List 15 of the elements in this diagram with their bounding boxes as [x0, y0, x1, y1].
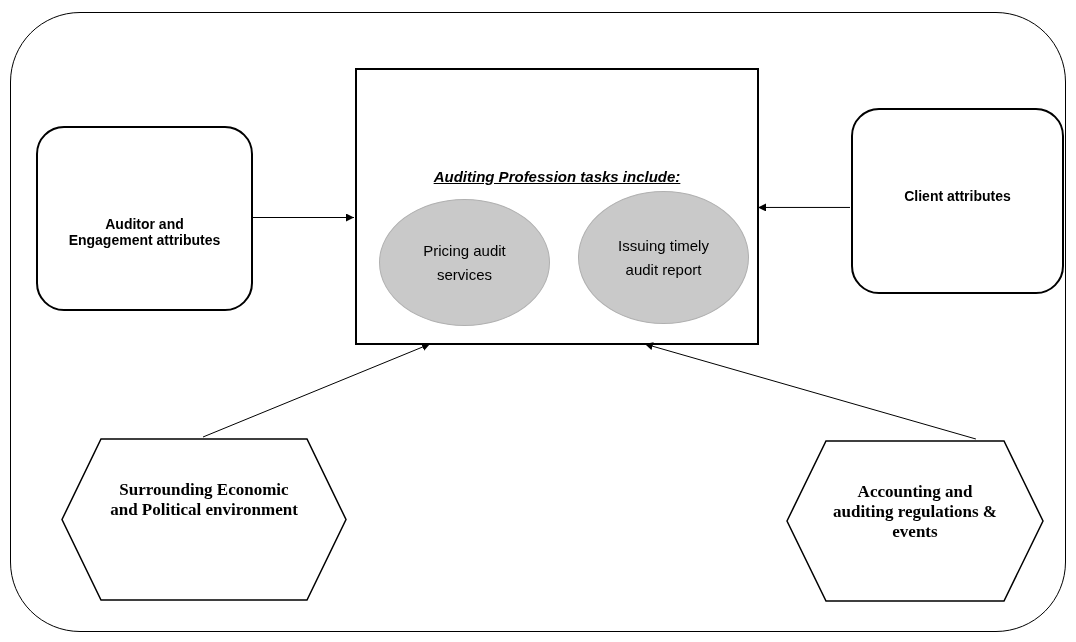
heading-text: Auditing Profession tasks include: [432, 168, 682, 185]
arrow [251, 213, 355, 222]
attribute-text: Client attributes [903, 188, 1012, 204]
attribute-text: Auditor and Engagement attributes [67, 216, 222, 248]
task-text: Issuing timely audit report [617, 235, 710, 280]
factor-text: Accounting and auditing regulations & events [831, 482, 999, 542]
process-box [355, 68, 759, 345]
task-text: Pricing audit services [422, 240, 507, 285]
arrow [202, 343, 431, 438]
arrow [644, 342, 977, 440]
frame-border [10, 12, 1066, 632]
arrow [757, 203, 851, 212]
attribute-box [851, 108, 1064, 294]
factor-text: Surrounding Economic and Political environment [109, 480, 299, 520]
attribute-box [36, 126, 253, 311]
